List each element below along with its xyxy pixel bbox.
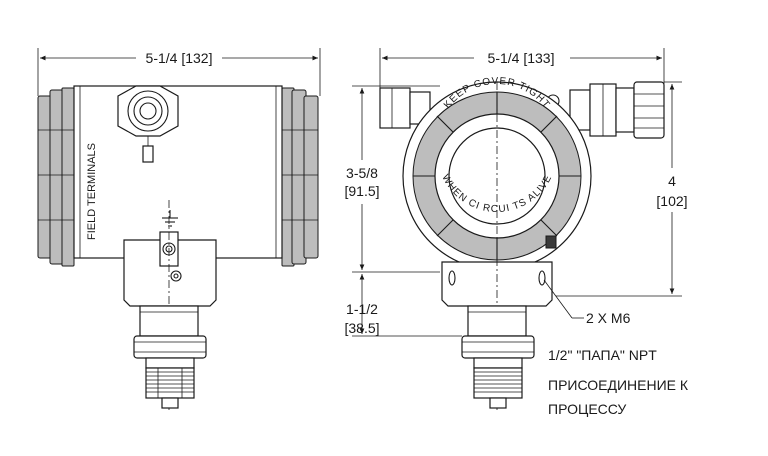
note-line-3: ПРОЦЕССУ <box>548 401 626 417</box>
upper-height-metric: [91.5] <box>344 183 379 199</box>
thread-hatching <box>146 371 194 393</box>
ground-icon <box>162 210 178 227</box>
neck-block <box>123 239 217 307</box>
cover-lock <box>545 235 557 249</box>
left-cover-fins <box>37 87 75 267</box>
note-line-1: 1/2" "ПАПА" NPT <box>548 347 657 363</box>
bolt-callout: 2 X M6 <box>586 310 631 326</box>
sensor-module <box>139 305 199 337</box>
right-width-dimension: 5-1/4 [133] <box>488 50 555 66</box>
total-height-value: 4 <box>668 173 676 189</box>
conduit-entry <box>117 85 179 163</box>
lower-neck <box>441 261 553 307</box>
process-connection-hex <box>145 367 195 399</box>
connection-note: 1/2" "ПАПА" NPT ПРИСОЕДИНЕНИЕ К ПРОЦЕССУ <box>548 347 689 417</box>
note-line-2: ПРИСОЕДИНЕНИЕ К <box>548 377 689 393</box>
right-process-connection <box>473 367 523 399</box>
right-front-view: 5-1/4 [133] <box>344 48 688 410</box>
lower-height-metric: [38.5] <box>344 320 379 336</box>
field-terminals-label: FIELD TERMINALS <box>86 143 98 240</box>
cover-window <box>448 127 546 225</box>
total-height-metric: [102] <box>656 193 687 209</box>
upper-height-value: 3-5/8 <box>346 165 378 181</box>
left-width-dimension: 5-1/4 [132] <box>146 50 213 66</box>
right-cover-fins <box>281 87 319 267</box>
right-cable-gland <box>546 81 665 139</box>
left-side-view: 5-1/4 [132] FIELD TERMINALS <box>37 48 321 410</box>
lower-height-value: 1-1/2 <box>346 301 378 317</box>
